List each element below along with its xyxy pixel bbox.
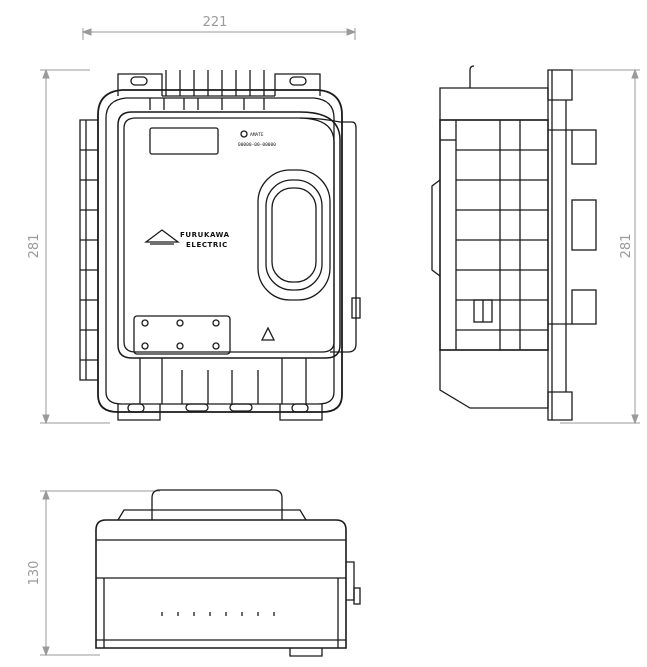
front-view [79,70,361,421]
badge-code: 00000-00-00000 [238,142,276,148]
dimension-height-front [40,68,110,425]
dimension-label-height-front: 281 [27,234,42,259]
badge-brand: AMATE [250,132,264,138]
dimension-label-width: 221 [203,15,228,30]
dimension-label-height-bottom: 130 [27,561,42,586]
dimension-height-side [560,68,640,425]
side-view [431,65,597,421]
bottom-view [95,489,361,657]
dimension-width-front [81,28,357,40]
dimension-height-bottom [40,489,160,657]
dimension-label-height-side: 281 [619,234,634,259]
brand-line1: FURUKAWA [180,231,230,239]
brand-line2: ELECTRIC [186,241,228,249]
